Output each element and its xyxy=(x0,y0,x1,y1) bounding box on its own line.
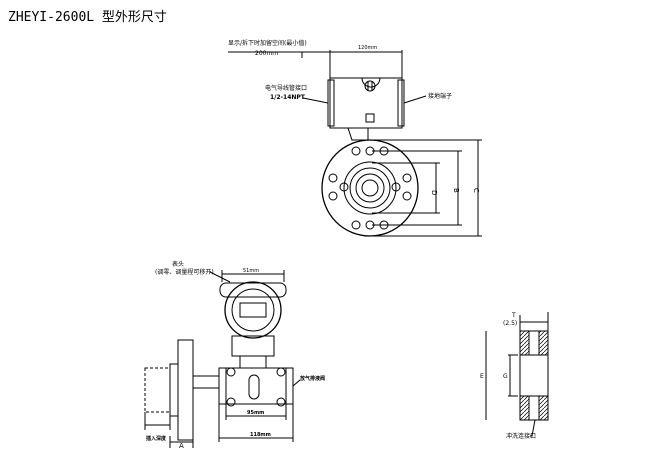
vent-label: 放气排液阀 xyxy=(299,375,325,382)
e-label: E xyxy=(480,373,484,380)
dim-d: D xyxy=(430,190,438,195)
insert-label: 插入深度 xyxy=(146,435,167,442)
flush-label: 冲洗连接口 xyxy=(506,432,536,440)
meter-note: (调零、调量程可移开) xyxy=(155,268,214,276)
dim-outer: 118mm xyxy=(250,432,271,438)
page-title: ZHEYI-2600L 型外形尺寸 xyxy=(8,10,167,25)
clearance-note: 显示/拆下时加留空间(最小值) xyxy=(228,39,307,47)
dim-b: B xyxy=(452,188,460,193)
t-value: (2.5) xyxy=(503,320,517,327)
head-dim: 51mm xyxy=(243,268,259,274)
flange-view: D B C xyxy=(321,139,482,237)
dim-c: C xyxy=(472,188,480,193)
flush-ring-view: T (2.5) E G 冲洗连接口 xyxy=(480,312,549,440)
conduit-thread: 1/2-14NPT xyxy=(270,94,306,101)
clearance-dim: 200mm xyxy=(255,50,278,57)
t-label: T xyxy=(511,312,516,319)
width-dim: 120mm xyxy=(358,45,377,51)
top-view: 显示/拆下时加留空间(最小值) 200mm 120mm 电气导线管接口 1/2-… xyxy=(228,39,452,141)
conduit-label: 电气导线管接口 xyxy=(265,84,307,92)
dim-a: A xyxy=(179,442,184,450)
side-view: 表头 (调零、调量程可移开) 51mm 放气排液阀 95mm 118mm 插入深… xyxy=(144,260,325,450)
meter-label: 表头 xyxy=(172,260,184,268)
ground-label: 接地端子 xyxy=(428,92,452,100)
dim-inner: 95mm xyxy=(247,410,264,416)
g-label: G xyxy=(503,373,508,380)
